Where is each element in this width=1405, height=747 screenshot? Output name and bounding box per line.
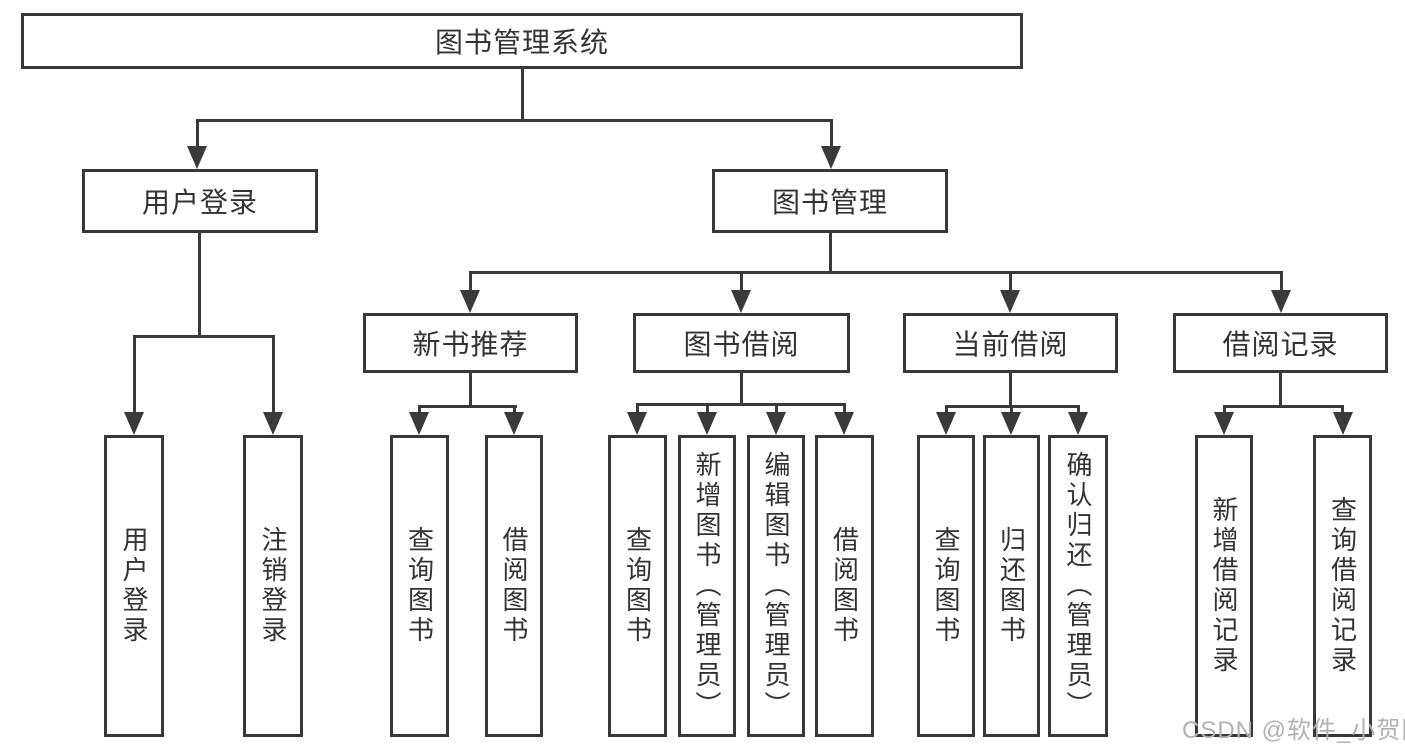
node-label: 新增图书（管理员） [692,451,722,721]
node-label: 查询借阅记录 [1327,496,1358,676]
connector-line [775,403,778,415]
connector-line [198,233,201,338]
connector-line [469,373,472,408]
arrowhead-down [731,290,751,313]
node-label: 注销登录 [258,526,288,646]
connector-line [1009,271,1012,293]
node-label: 查询图书 [404,526,435,646]
arrowhead-down [766,412,786,435]
node-label: 借阅图书 [499,526,529,646]
leaf-query-books-borrowing: 查询图书 [608,435,667,737]
arrowhead-down [504,412,524,435]
connector-line [418,405,421,415]
node-new-book-recommendation: 新书推荐 [363,313,578,373]
connector-line [272,335,275,415]
node-book-management: 图书管理 [712,169,948,233]
connector-line [740,271,743,293]
leaf-user-login: 用户登录 [104,435,164,737]
arrowhead-down [936,412,956,435]
leaf-confirm-return-admin: 确认归还（管理员） [1048,435,1108,737]
node-label: 图书管理系统 [434,27,609,58]
node-label: 图书借阅 [683,329,800,360]
leaf-query-borrow-record: 查询借阅记录 [1313,435,1372,737]
node-library-management-system: 图书管理系统 [21,13,1023,69]
arrowhead-down [1068,412,1088,435]
arrowhead-down [460,290,480,313]
arrowhead-down [263,412,283,435]
arrowhead-down [697,412,717,435]
connector-line [196,119,199,150]
connector-line [636,403,639,415]
connector-line [1223,405,1344,408]
node-label: 借阅记录 [1222,329,1339,360]
arrowhead-down [1001,412,1021,435]
node-label: 用户登录 [119,526,149,646]
node-label: 查询图书 [931,526,961,646]
connector-line [740,373,743,406]
connector-line [829,233,832,274]
arrowhead-down [1333,412,1353,435]
leaf-add-books-admin: 新增图书（管理员） [678,435,736,737]
node-label: 归还图书 [996,526,1027,646]
node-label: 图书管理 [771,187,888,218]
connector-line [1077,405,1080,415]
leaf-borrow-books-recommend: 借阅图书 [485,435,543,737]
connector-line [133,335,275,338]
connector-line [1279,373,1282,408]
node-label: 当前借阅 [952,329,1069,360]
node-label: 确认归还（管理员） [1063,451,1093,721]
leaf-borrow-books: 借阅图书 [815,435,874,737]
arrowhead-down [1000,290,1020,313]
connector-line [521,69,524,122]
node-label: 用户登录 [141,187,258,218]
arrowhead-down [124,412,144,435]
arrowhead-down [1214,412,1234,435]
connector-line [945,405,948,415]
leaf-edit-books-admin: 编辑图书（管理员） [747,435,805,737]
leaf-query-books-recommend: 查询图书 [390,435,449,737]
node-label: 借阅图书 [829,526,860,646]
arrowhead-down [1271,290,1291,313]
leaf-query-books-current: 查询图书 [917,435,975,737]
leaf-add-borrow-record: 新增借阅记录 [1195,435,1253,737]
arrowhead-down [627,412,647,435]
connector-line [830,119,833,150]
connector-line [133,335,136,415]
connector-line [196,119,833,122]
connector-line [1280,271,1283,293]
connector-line [418,405,517,408]
csdn-watermark: CSDN @软件_小贺同学 [1182,717,1405,744]
connector-line [843,403,846,415]
node-label: 新增借阅记录 [1209,496,1239,676]
node-current-borrowing: 当前借阅 [903,313,1118,373]
arrowhead-down [834,412,854,435]
node-label: 新书推荐 [412,329,529,360]
node-label: 查询图书 [622,526,653,646]
connector-line [469,271,1282,274]
connector-line [706,403,709,415]
connector-line [513,405,516,415]
arrowhead-down [187,146,207,169]
node-borrowing-records: 借阅记录 [1173,313,1388,373]
node-book-borrowing: 图书借阅 [633,313,850,373]
node-label: 编辑图书（管理员） [761,451,791,721]
node-user-login: 用户登录 [82,169,318,233]
connector-line [1010,405,1013,415]
connector-line [469,271,472,293]
leaf-return-books: 归还图书 [983,435,1040,737]
arrowhead-down [409,412,429,435]
connector-line [1341,405,1344,415]
leaf-logout: 注销登录 [243,435,303,737]
arrowhead-down [821,146,841,169]
connector-line [1009,373,1012,408]
connector-line [636,403,846,406]
connector-line [1223,405,1226,415]
